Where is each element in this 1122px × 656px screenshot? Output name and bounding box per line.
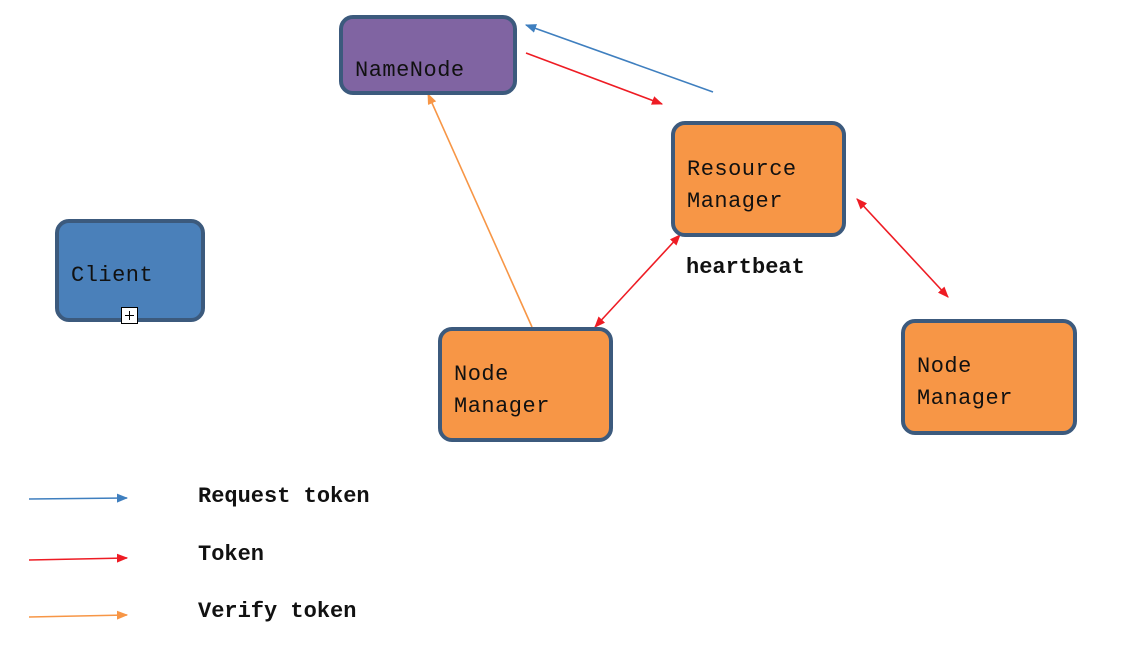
- resource-manager-box: Resource Manager: [671, 121, 846, 237]
- legend-request-token-label: Request token: [198, 484, 370, 509]
- heartbeat-label: heartbeat: [686, 255, 805, 280]
- legend-verify-arrow: [28, 610, 129, 620]
- node-manager-label-line2: Manager: [917, 386, 1013, 411]
- token-arrow: [525, 52, 664, 105]
- namenode-label: NameNode: [355, 58, 465, 83]
- heartbeat-arrow-nm1: [594, 234, 681, 328]
- legend-verify-token-label: Verify token: [198, 599, 357, 624]
- namenode-box: NameNode: [339, 15, 517, 95]
- node-manager-label-line1: Node: [454, 362, 509, 387]
- node-manager-label-line1: Node: [917, 354, 972, 379]
- legend-token-arrow: [28, 553, 129, 563]
- client-label: Client: [71, 263, 154, 288]
- node-manager-box: Node Manager: [901, 319, 1077, 435]
- heartbeat-arrow-nm2: [856, 198, 949, 298]
- legend-token-label: Token: [198, 542, 265, 567]
- node-manager-box: Node Manager: [438, 327, 613, 442]
- plus-box-icon[interactable]: [121, 307, 138, 324]
- verify-token-arrow: [427, 92, 533, 328]
- resource-manager-label-line1: Resource: [687, 157, 797, 182]
- legend-request-arrow: [28, 493, 129, 503]
- node-manager-label-line2: Manager: [454, 394, 550, 419]
- resource-manager-label-line2: Manager: [687, 189, 783, 214]
- client-box: Client: [55, 219, 205, 322]
- request-token-arrow: [524, 24, 714, 93]
